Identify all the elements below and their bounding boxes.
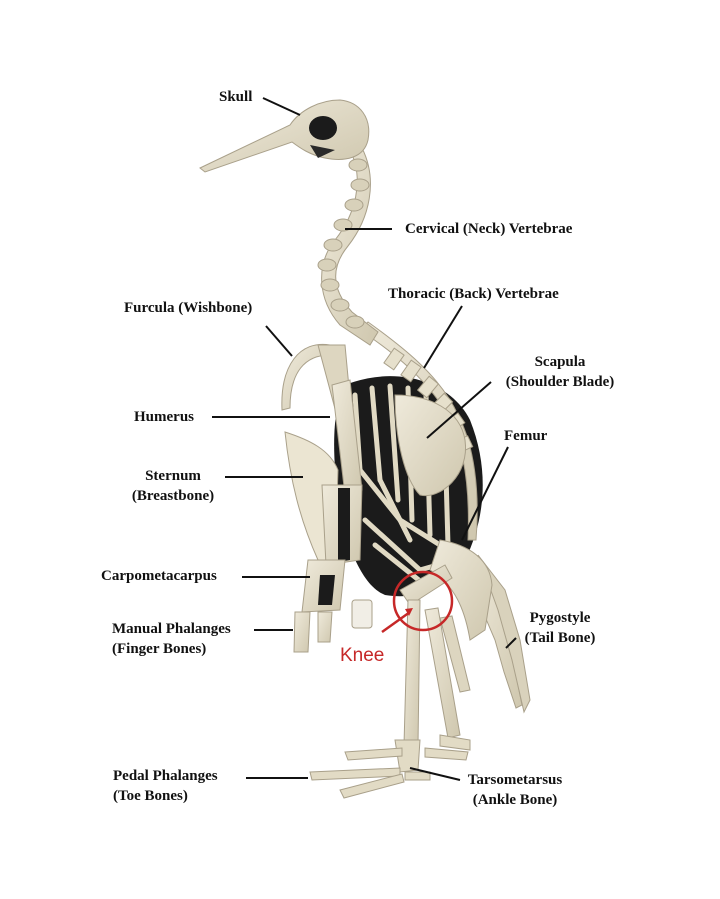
label-sternum: Sternum (Breastbone) xyxy=(118,466,228,506)
label-knee: Knee xyxy=(340,645,385,666)
label-tarso-line1: Tarsometarsus xyxy=(467,772,563,788)
feet-bones xyxy=(309,734,471,799)
label-pygostyle-line1: Pygostyle xyxy=(529,610,591,626)
furcula-bone xyxy=(281,343,331,411)
label-tarso-line2: (Ankle Bone) xyxy=(472,792,558,808)
label-cervical-vertebrae: Cervical (Neck) Vertebrae xyxy=(405,221,573,237)
label-scapula-line2: (Shoulder Blade) xyxy=(505,374,615,390)
label-carpometacarpus: Carpometacarpus xyxy=(101,568,217,584)
knee-marker xyxy=(381,570,454,634)
leader-lines xyxy=(212,97,517,781)
leader-furcula xyxy=(265,325,293,357)
label-sternum-line1: Sternum xyxy=(145,468,201,484)
label-furcula: Furcula (Wishbone) xyxy=(124,300,253,316)
label-sternum-line2: (Breastbone) xyxy=(131,488,215,504)
label-humerus: Humerus xyxy=(134,409,194,425)
label-femur: Femur xyxy=(504,428,548,444)
label-pygostyle-line2: (Tail Bone) xyxy=(524,630,596,646)
label-pedal-line2: (Toe Bones) xyxy=(113,788,188,804)
label-scapula-line1: Scapula xyxy=(534,354,586,370)
leader-thoracic xyxy=(423,305,463,369)
label-manual-phalanges: Manual Phalanges (Finger Bones) xyxy=(112,619,231,659)
label-skull: Skull xyxy=(219,89,253,105)
label-tarsometarsus: Tarsometarsus (Ankle Bone) xyxy=(455,770,575,810)
leader-scapula xyxy=(426,381,492,439)
label-pygostyle: Pygostyle (Tail Bone) xyxy=(505,608,615,648)
leader-skull xyxy=(262,97,301,116)
label-pedal-phalanges: Pedal Phalanges (Toe Bones) xyxy=(113,766,218,806)
leader-femur xyxy=(461,446,509,541)
label-scapula: Scapula (Shoulder Blade) xyxy=(490,352,630,392)
leg-bones xyxy=(403,599,471,746)
cervical-vertebrae xyxy=(317,147,379,346)
leader-tarsometarsus xyxy=(409,767,461,781)
skull-bone xyxy=(199,99,370,173)
label-pedal-line1: Pedal Phalanges xyxy=(113,768,218,784)
leader-pygostyle xyxy=(505,637,517,649)
flipper-bones xyxy=(293,484,373,653)
label-manual-line1: Manual Phalanges xyxy=(112,621,231,637)
label-thoracic-vertebrae: Thoracic (Back) Vertebrae xyxy=(388,286,559,302)
label-manual-line2: (Finger Bones) xyxy=(112,641,207,657)
